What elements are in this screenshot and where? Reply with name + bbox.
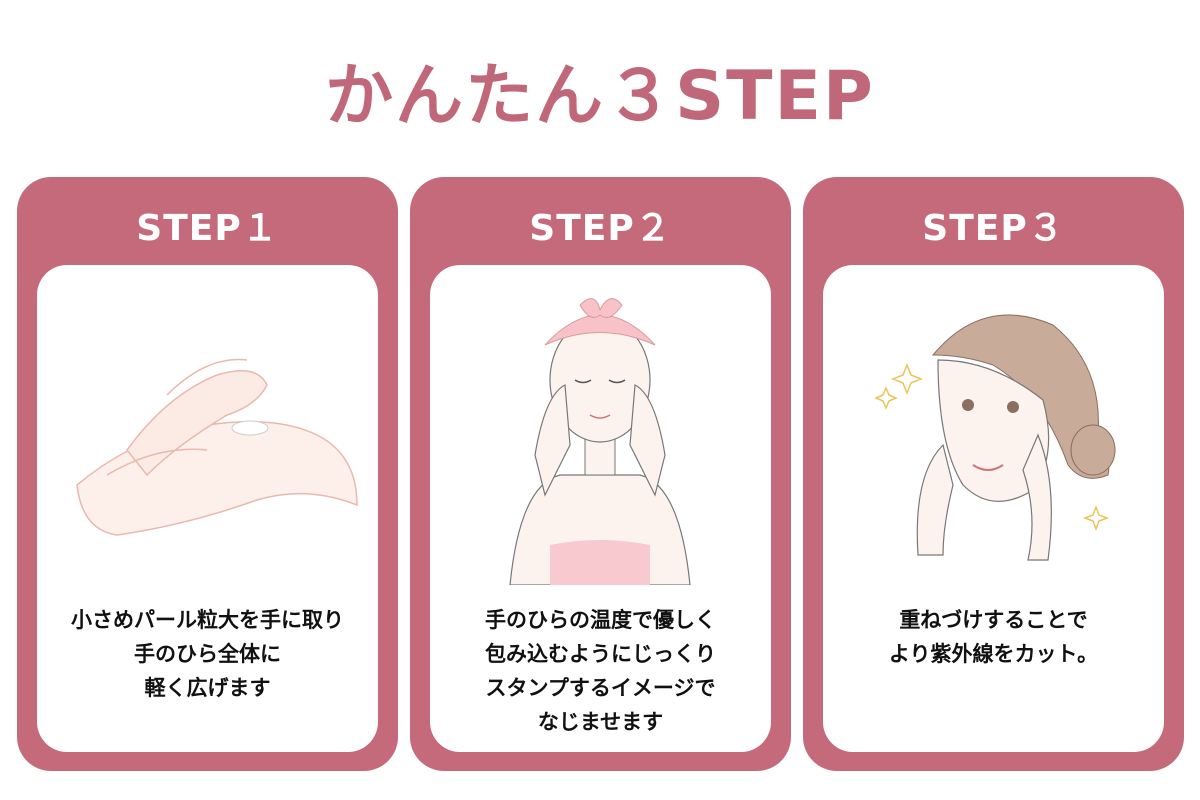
step-content: 手のひらの温度で優しく 包み込むようにじっくり スタンプするイメージで なじませ…	[430, 265, 771, 752]
woman-headband-illustration	[509, 298, 691, 585]
step-description: 小さめパール粒大を手に取り 手のひら全体に 軽く広げます	[37, 603, 378, 705]
step-card-2: STEP２ 手のひらの温度で優しく 包み込むようにじっくり スタンプするイメージ…	[410, 177, 791, 771]
step-label: STEP１	[136, 208, 279, 249]
woman-glowing-skin-illustration	[874, 314, 1116, 561]
step-content: 重ねづけすることで より紫外線をカット。	[823, 265, 1164, 752]
step-card-3: STEP３ 重ねづけすることで より紫外線をカット。	[803, 177, 1184, 771]
description-line: 軽く広げます	[144, 676, 271, 700]
hands-applying-cream-illustration	[76, 358, 358, 536]
description-line: スタンプするイメージで	[485, 676, 716, 700]
step-description: 手のひらの温度で優しく 包み込むようにじっくり スタンプするイメージで なじませ…	[430, 603, 771, 739]
description-line: 小さめパール粒大を手に取り	[71, 608, 344, 632]
page-title: かんたん３STEP	[325, 57, 875, 136]
description-line: 手のひら全体に	[134, 642, 281, 666]
step-content: 小さめパール粒大を手に取り 手のひら全体に 軽く広げます	[37, 265, 378, 752]
description-line: 包み込むようにじっくり	[485, 642, 716, 666]
description-line: 重ねづけすることで	[899, 608, 1088, 632]
description-line: より紫外線をカット。	[888, 642, 1099, 666]
step-card-1: STEP１ 小さめパール粒大を手に取り 手のひら全体に 軽く広げます	[17, 177, 398, 771]
step-description: 重ねづけすることで より紫外線をカット。	[823, 603, 1164, 671]
step-label: STEP３	[922, 208, 1065, 249]
step-label: STEP２	[529, 208, 672, 249]
sparkle-icon	[874, 362, 1110, 532]
description-line: 手のひらの温度で優しく	[485, 608, 716, 632]
description-line: なじませます	[537, 710, 664, 734]
